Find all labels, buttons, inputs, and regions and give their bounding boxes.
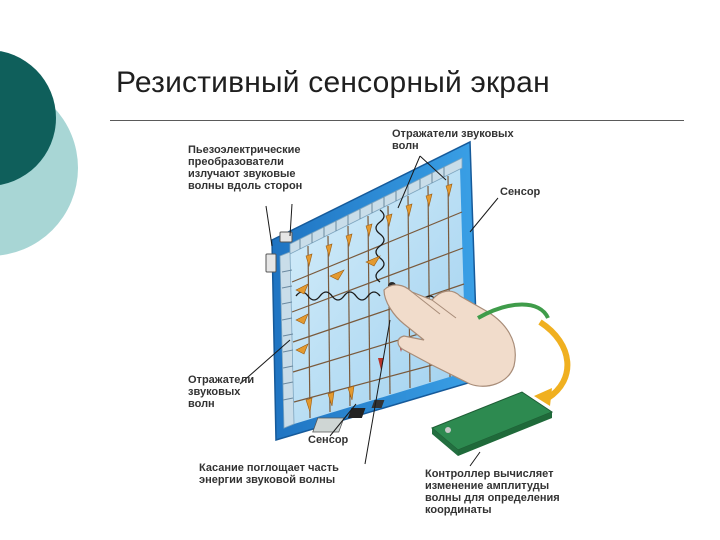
label-sensor-bottom: Сенсор	[308, 434, 349, 446]
title-divider	[110, 120, 684, 121]
leader-lines	[239, 155, 499, 467]
label-left-reflectors: Отражатели звуковых волн	[188, 374, 255, 410]
label-sensor-right: Сенсор	[500, 186, 541, 198]
dark-teal-circle	[0, 51, 56, 185]
controller-board	[312, 391, 554, 456]
hand-illustration	[383, 284, 516, 387]
label-touch-absorption: Касание поглощает часть энергии звуковой…	[199, 462, 339, 486]
page-title: Резистивный сенсорный экран	[116, 66, 550, 99]
reflector-markers	[295, 183, 453, 413]
cable	[477, 302, 550, 320]
top-reflector-strip	[289, 157, 463, 255]
piezo-transducers	[265, 231, 293, 273]
left-reflector-strip	[279, 251, 295, 429]
label-piezo-transducers: Пьезоэлектрические преобразователи излуч…	[188, 144, 303, 192]
label-top-reflectors: Отражатели звуковых волн	[392, 128, 514, 152]
label-controller: Контроллер вычисляет изменение амплитуды…	[425, 468, 560, 516]
decorative-circles	[0, 51, 78, 256]
curved-arrow	[534, 319, 571, 406]
